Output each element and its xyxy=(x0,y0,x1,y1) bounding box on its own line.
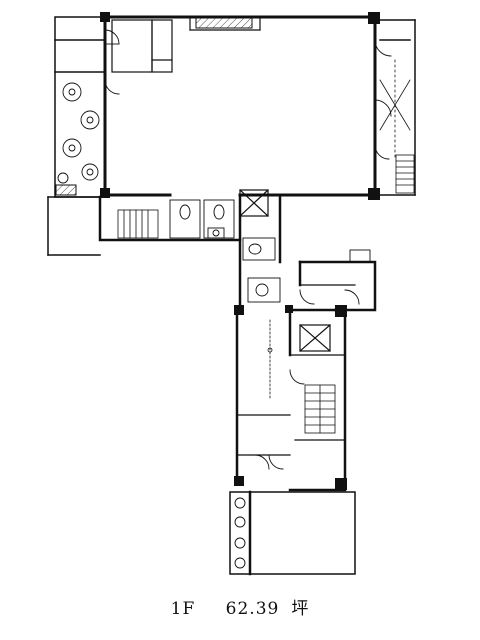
floor-plan xyxy=(47,12,416,576)
plant-icon xyxy=(57,82,100,184)
door-swing-icon xyxy=(104,29,392,160)
hatched-walls xyxy=(55,17,253,196)
right-balcony xyxy=(374,19,416,196)
floor-plan-drawing xyxy=(47,12,416,576)
right-annex xyxy=(298,249,377,312)
sink-icon xyxy=(207,227,225,239)
right-stair-icon xyxy=(395,154,415,194)
elevator-icon xyxy=(239,189,269,217)
corridor-walls xyxy=(235,308,292,484)
structural-columns xyxy=(100,12,380,490)
left-terrace xyxy=(47,16,106,256)
core-elevator-icon xyxy=(299,324,331,352)
main-hall-walls xyxy=(103,15,377,197)
south-plant-icon xyxy=(234,497,246,569)
toilet-icon xyxy=(169,199,281,303)
fan-icon xyxy=(267,319,273,401)
area-unit: 坪 xyxy=(291,599,310,619)
core-walls xyxy=(288,308,347,492)
floor-caption: 1F 62.39 坪 xyxy=(0,594,480,624)
south-terrace xyxy=(229,490,356,576)
corridor-rooms xyxy=(236,369,346,470)
floor-area: 62.39 xyxy=(225,599,280,619)
top-left-rooms xyxy=(111,16,261,73)
floor-label: 1F xyxy=(170,599,196,619)
stair-icon xyxy=(117,209,159,239)
core-stair-icon xyxy=(304,384,336,434)
